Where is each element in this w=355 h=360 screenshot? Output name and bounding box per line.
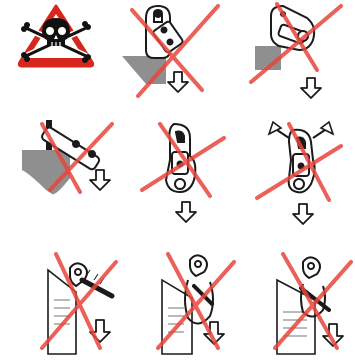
carabiner-gate-loaded-edge-panel xyxy=(118,240,236,360)
snap-hook-edge-icon xyxy=(118,0,236,120)
skull-crossbones-icon xyxy=(0,0,118,120)
hook-tip-loading-icon xyxy=(118,120,236,240)
carabiner-cross-loaded-edge-panel xyxy=(0,240,118,360)
hook-tip-loaded-panel xyxy=(118,120,236,240)
carabiner-gate-load-icon xyxy=(118,240,236,360)
hook-over-bar-icon xyxy=(0,120,118,240)
carabiner-rope-edge-icon xyxy=(237,240,355,360)
snap-hook-gate-against-edge-panel xyxy=(237,0,355,120)
hook-multi-direction-icon xyxy=(237,120,355,240)
danger-symbol-panel xyxy=(0,0,118,120)
carabiner-cross-load-icon xyxy=(0,240,118,360)
snap-hook-loaded-against-edge-panel xyxy=(118,0,236,120)
carabiner-rope-over-edge-panel xyxy=(237,240,355,360)
hook-loaded-over-bar-panel xyxy=(0,120,118,240)
hook-multi-direction-load-panel xyxy=(237,120,355,240)
snap-hook-gate-edge-icon xyxy=(237,0,355,120)
